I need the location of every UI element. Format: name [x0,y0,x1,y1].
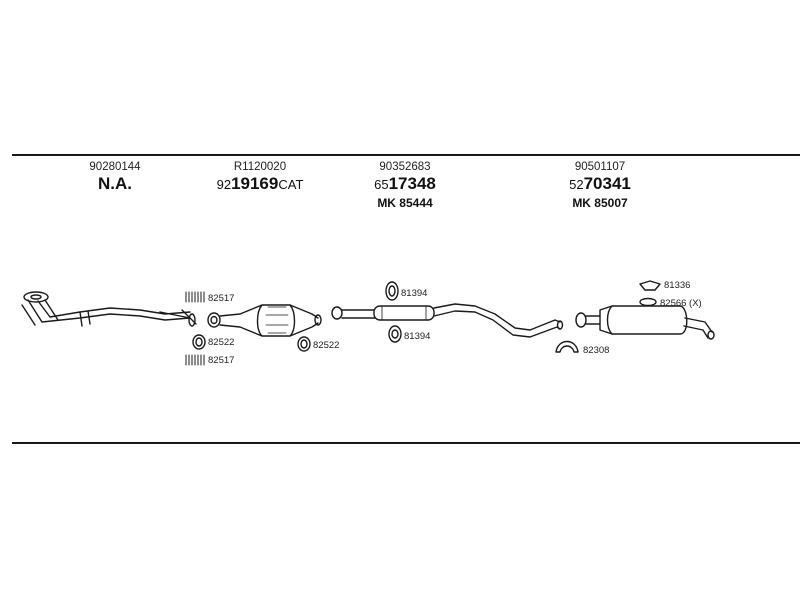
callout-81394-top: 81394 [401,288,428,299]
spring-82517-bottom [185,354,205,366]
rubber-81394-top [385,281,399,301]
column-front-pipe: 90280144 N.A. [60,160,170,195]
part-number: 90280144 [89,161,141,173]
front-pipe [21,291,197,327]
rear-silencer [575,305,715,340]
gasket-82566 [639,297,657,307]
part-number: 90352683 [379,161,431,173]
catalytic-converter [207,304,322,337]
gasket-82522-a [192,334,206,350]
callout-82517-bottom: 82517 [208,355,235,366]
column-catalytic-converter: R1120020 9219169CAT [195,160,325,195]
middle-silencer [331,303,564,338]
callout-81336: 81336 [664,280,691,291]
main-part-number: 6517348 [374,174,436,193]
column-middle-silencer: 90352683 6517348 MK 85444 [345,160,465,211]
column-rear-silencer: 90501107 5270341 MK 85007 [540,160,660,211]
callout-82308: 82308 [583,345,610,356]
hanger-81336 [639,280,661,291]
main-part-number: 9219169CAT [216,174,304,193]
clamp-82308 [555,340,579,353]
spring-82517-top [185,291,205,303]
rubber-81394-bottom [388,325,402,343]
main-part-number: N.A. [98,174,132,193]
bottom-rule [12,442,800,444]
mk-number: MK 85444 [377,196,433,210]
callout-81394-bottom: 81394 [404,331,431,342]
mk-number: MK 85007 [572,196,628,210]
callout-82566: 82566 (X) [660,298,702,309]
gasket-82522-b [297,336,311,352]
callout-82522-right: 82522 [313,340,340,351]
part-number: R1120020 [233,161,287,173]
main-part-number: 5270341 [569,174,631,193]
part-number: 90501107 [574,161,626,173]
top-rule [12,154,800,156]
callout-82522-left: 82522 [208,337,235,348]
callout-82517-top: 82517 [208,293,235,304]
